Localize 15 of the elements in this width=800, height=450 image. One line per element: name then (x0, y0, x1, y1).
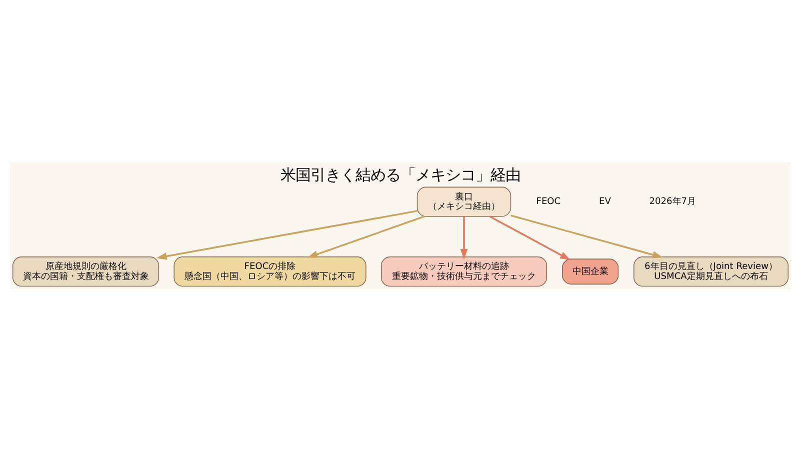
diagram-title: 米国引きく結める「メキシコ」経由 (280, 165, 520, 184)
arrow (488, 215, 570, 260)
arrow (156, 210, 417, 260)
node-box: 中国企業 (562, 258, 618, 284)
node-box: 裏口 （メキシコ経由） (416, 186, 511, 216)
label: FEOC (536, 196, 560, 207)
node-box: 6年目の見直し（Joint Review） USMCA定期見直しへの布石 (633, 256, 788, 286)
node-box: バッテリー材料の追跡 重要鉱物・技術供与元までチェック (380, 256, 547, 286)
arrow (510, 214, 662, 258)
node-box: FEOCの排除 懸念国（中国、ロシア等）の影響下は不可 (173, 256, 366, 286)
label: EV (598, 196, 610, 207)
label: 2026年7月 (648, 196, 696, 207)
arrow (306, 215, 424, 258)
node-box: 原産地規則の厳格化 資本の国籍・支配権も審査対象 (12, 256, 159, 286)
arrow (460, 216, 468, 259)
